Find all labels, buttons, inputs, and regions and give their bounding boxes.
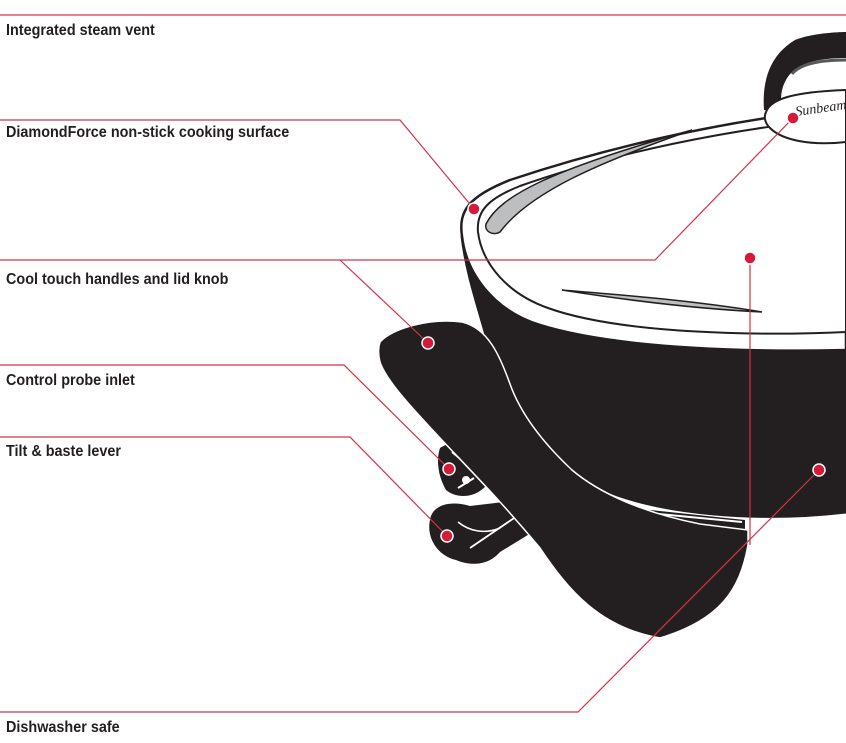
frypan-illustration: Sunbeam bbox=[377, 32, 846, 639]
dot-cool-touch-handle bbox=[421, 336, 435, 350]
leader-tilt-baste bbox=[0, 436, 448, 537]
leader-cool-touch-handle bbox=[339, 259, 429, 344]
lid-knob: Sunbeam bbox=[763, 32, 846, 145]
leader-cool-touch bbox=[0, 117, 794, 261]
callout-lines bbox=[0, 14, 846, 713]
label-cool-touch-handles: Cool touch handles and lid knob bbox=[6, 271, 229, 288]
label-nonstick-surface: DiamondForce non-stick cooking surface bbox=[6, 124, 290, 141]
label-probe-inlet: Control probe inlet bbox=[6, 372, 135, 389]
dot-lid-knob bbox=[786, 111, 800, 125]
tilt-baste-lever-part bbox=[429, 500, 539, 564]
dot-lid-interior bbox=[743, 251, 757, 265]
callout-dots bbox=[421, 111, 826, 543]
leader-dishwasher-safe bbox=[0, 469, 820, 713]
label-steam-vent: Integrated steam vent bbox=[6, 22, 155, 39]
dot-tilt-baste bbox=[440, 529, 454, 543]
leader-nonstick-surface bbox=[0, 119, 475, 210]
dot-dishwasher-safe bbox=[812, 463, 826, 477]
dot-nonstick-surface bbox=[467, 202, 481, 216]
lid-highlight-bottom bbox=[561, 289, 763, 313]
leader-probe-inlet bbox=[0, 364, 450, 470]
dot-probe-inlet bbox=[442, 462, 456, 476]
lid-highlight-left bbox=[485, 129, 693, 235]
side-handle bbox=[377, 320, 749, 639]
label-tilt-baste-lever: Tilt & baste lever bbox=[6, 443, 121, 460]
brand-mark: Sunbeam bbox=[794, 98, 846, 120]
label-dishwasher-safe: Dishwasher safe bbox=[6, 719, 120, 736]
